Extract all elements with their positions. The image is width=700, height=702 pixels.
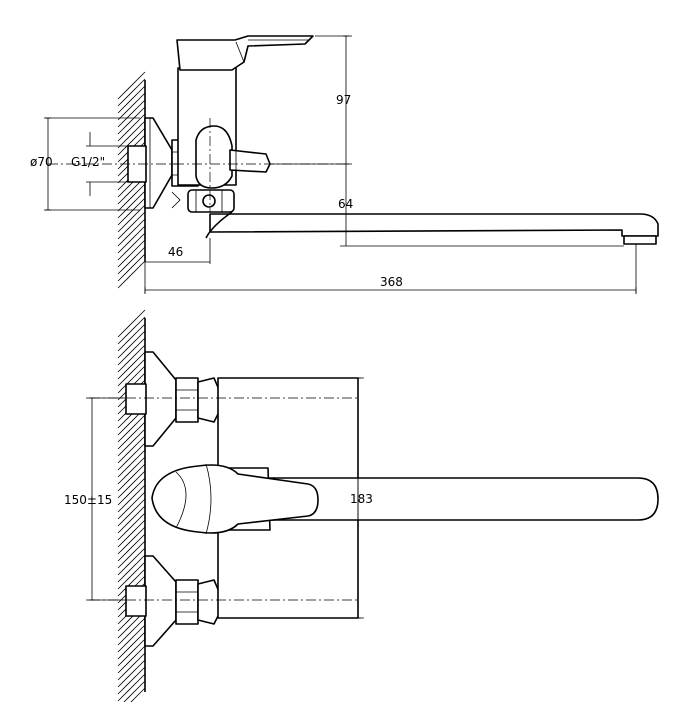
side-spout	[209, 213, 659, 237]
top-lower-nut	[175, 579, 199, 625]
dim-wall-offset: 46	[168, 245, 183, 259]
side-flange	[144, 117, 173, 209]
dim-body-width: 183	[350, 492, 373, 506]
top-upper-nut	[175, 377, 199, 423]
dim-thread: G1/2"	[71, 155, 105, 169]
dim-total-length: 368	[380, 275, 403, 289]
dim-flange-diameter: ø70	[30, 155, 53, 169]
dim-center-distance: 150±15	[64, 493, 112, 507]
dim-body-height: 97	[336, 93, 351, 107]
wall-hatch-bottom	[117, 309, 146, 702]
top-handle-lever	[151, 464, 319, 534]
side-aerator	[623, 235, 657, 245]
side-diverter-knob	[195, 125, 233, 189]
top-view: 150±15 183	[64, 309, 659, 702]
top-lower-flange	[144, 555, 177, 647]
top-upper-flange	[144, 351, 177, 447]
top-lower-inlet	[125, 585, 147, 617]
side-view: ø70 G1/2" 97 64 46 368	[30, 35, 659, 294]
dim-spout-height: 64	[338, 197, 353, 211]
top-upper-inlet	[125, 383, 147, 415]
side-handle	[176, 35, 314, 71]
top-spout	[259, 477, 659, 521]
